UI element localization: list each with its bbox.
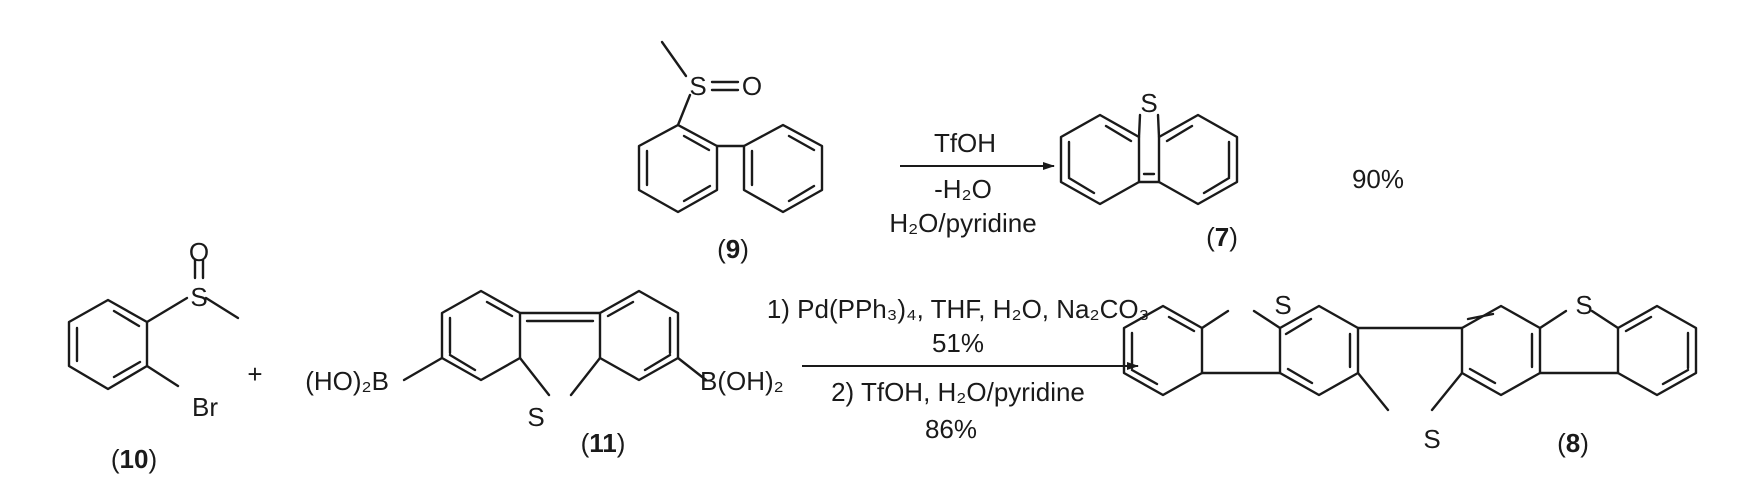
- reaction-1-yield: 90%: [1352, 164, 1404, 194]
- compound-7-structure: [1059, 113, 1239, 206]
- compound-7-sulfur: S: [1140, 88, 1157, 118]
- compound-10-label: (10): [111, 444, 157, 474]
- compound-10-bromine: Br: [192, 392, 218, 422]
- compound-11-right-boronic-acid: B(OH)₂: [700, 366, 784, 396]
- plus-sign: +: [247, 359, 262, 389]
- reaction-1-condition-3: H₂O/pyridine: [889, 208, 1036, 238]
- compound-10-sulfur: S: [190, 282, 207, 312]
- compound-9-sulfur: S: [689, 71, 706, 101]
- compound-8-structure: [1122, 304, 1698, 412]
- reaction-1-condition-2: -H₂O: [934, 174, 992, 204]
- reaction-2-step-1: 1) Pd(PPh₃)₄, THF, H₂O, Na₂CO₃: [767, 294, 1149, 324]
- compound-8-label: (8): [1557, 428, 1589, 458]
- reaction-2-step-2: 2) TfOH, H₂O/pyridine: [831, 377, 1085, 407]
- compound-11-sulfur: S: [527, 402, 544, 432]
- compound-9-structure: [637, 40, 824, 214]
- compound-11-structure: [402, 289, 708, 397]
- compound-9-label: (9): [717, 234, 749, 264]
- compound-7-label: (7): [1206, 222, 1238, 252]
- compound-11-left-boronic-acid: (HO)₂B: [305, 366, 389, 396]
- compound-8-sulfur-right: S: [1575, 290, 1592, 320]
- compound-10-oxygen: O: [189, 237, 209, 267]
- reaction-1-condition-1: TfOH: [934, 128, 996, 158]
- compound-10-structure: [67, 258, 240, 391]
- compound-8-sulfur-middle: S: [1423, 424, 1440, 454]
- reaction-2-step-1-yield: 51%: [932, 328, 984, 358]
- compound-11-label: (11): [581, 428, 626, 458]
- reaction-2-step-2-yield: 86%: [925, 414, 977, 444]
- compound-9-oxygen: O: [742, 71, 762, 101]
- compound-8-sulfur-left: S: [1274, 290, 1291, 320]
